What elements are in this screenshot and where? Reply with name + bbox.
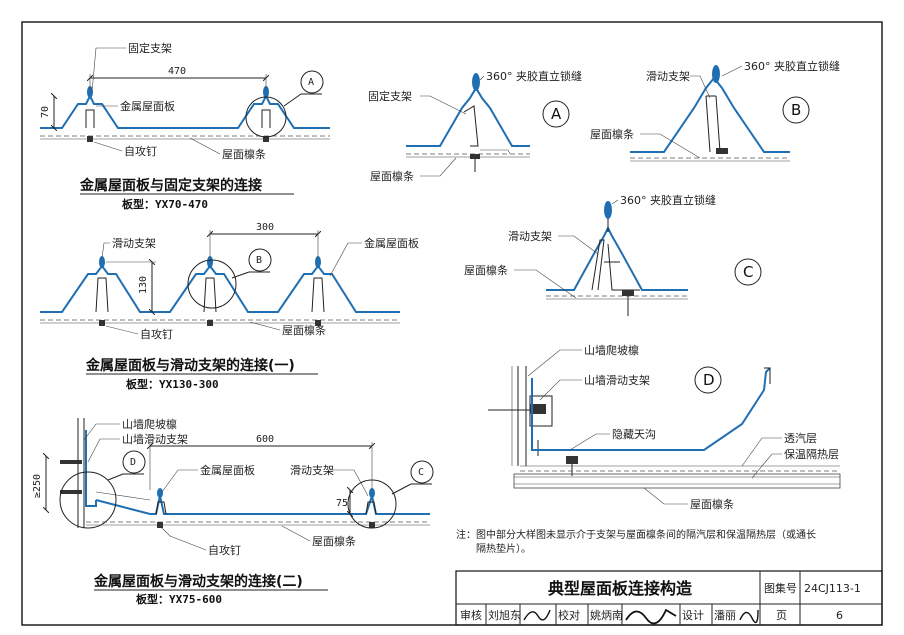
label-purlin: 屋面檩条 (464, 263, 508, 277)
label-gable-purlin: 山墙爬坡檩 (584, 343, 639, 357)
label-gable-purlin: 山墙爬坡檩 (122, 417, 177, 431)
design-label: 设计 (682, 609, 704, 622)
label-gutter: 隐藏天沟 (612, 428, 656, 441)
sheet-title: 典型屋面板连接构造 (548, 579, 693, 598)
diagram-sliding-bracket-2: 600 ≥250 75 D C 山墙爬坡檩 山墙滑动支架 金属屋面板 滑动支架 … (32, 417, 434, 606)
label-purlin: 屋面檩条 (690, 497, 734, 511)
diagram-fixed-bracket: 470 70 A 固定支架 金属屋面板 自攻钉 屋面檩条 金属屋面板与固定支架的… (40, 41, 330, 211)
note-line2: 隔热垫片）。 (476, 542, 531, 555)
label-fixed-bracket: 固定支架 (128, 41, 172, 55)
label-seam: 360° 夹胶直立锁缝 (486, 69, 582, 83)
detail-d: 山墙爬坡檩 山墙滑动支架 D 隐藏天沟 透汽层 保温隔热层 屋面檩条 (488, 343, 841, 511)
designer-signature (739, 609, 759, 624)
caption-d2: 金属屋面板与滑动支架的连接(一) (85, 357, 295, 374)
label-screw: 自攻钉 (124, 144, 157, 158)
page-label: 页 (776, 609, 787, 622)
label-insul: 保温隔热层 (784, 447, 839, 461)
mark-d: D (703, 371, 715, 389)
designer: 潘丽 (714, 609, 736, 622)
callout-b: B (256, 255, 262, 266)
dim-height: 70 (40, 106, 51, 118)
detail-b: 360° 夹胶直立锁缝 滑动支架 屋面檩条 B (590, 59, 840, 162)
checker: 姚炳南 (590, 608, 623, 622)
label-sliding: 滑动支架 (112, 237, 156, 250)
atlas-no: 24CJ113-1 (804, 582, 861, 595)
label-panel: 金属屋面板 (200, 463, 255, 477)
dim-width: 600 (256, 434, 274, 445)
label-purlin: 屋面檩条 (222, 147, 266, 161)
label-sliding: 滑动支架 (508, 230, 552, 243)
review-label: 审核 (460, 608, 482, 622)
label-sliding: 滑动支架 (646, 70, 690, 83)
diagram-sliding-bracket-1: 300 130 B 滑动支架 金属屋面板 自攻钉 屋面檩条 金属屋面板与滑动支架… (40, 222, 419, 391)
label-panel: 金属屋面板 (120, 99, 175, 113)
dim-width: 470 (168, 66, 186, 77)
label-screw: 自攻钉 (208, 543, 241, 557)
board-d2: 板型：YX130-300 (126, 377, 219, 391)
label-seam: 360° 夹胶直立锁缝 (620, 193, 716, 207)
label-purlin: 屋面檩条 (282, 323, 326, 337)
title-block: 典型屋面板连接构造 图集号 24CJ113-1 审核 刘旭东 校对 姚炳南 设计… (455, 570, 883, 626)
caption-d3: 金属屋面板与滑动支架的连接(二) (93, 573, 303, 590)
label-sliding: 滑动支架 (290, 464, 334, 477)
callout-a: A (308, 77, 314, 88)
board-d3: 板型：YX75-600 (136, 592, 222, 606)
label-gable-sliding: 山墙滑动支架 (122, 432, 188, 446)
check-label: 校对 (558, 608, 580, 622)
label-vapor: 透汽层 (784, 431, 817, 445)
dim-width: 300 (256, 222, 274, 233)
mark-a: A (551, 105, 562, 123)
label-purlin: 屋面檩条 (312, 534, 356, 548)
mark-b: B (791, 101, 801, 119)
label-purlin: 屋面檩条 (370, 169, 414, 183)
checker-signature (625, 608, 677, 625)
sheet-border (21, 21, 883, 626)
label-fixed: 固定支架 (368, 89, 412, 103)
reviewer-signature (523, 609, 551, 621)
label-seam: 360° 夹胶直立锁缝 (744, 59, 840, 73)
label-screw: 自攻钉 (140, 327, 173, 341)
atlas-label: 图集号 (764, 581, 797, 595)
detail-c: 360° 夹胶直立锁缝 滑动支架 屋面檩条 C (464, 193, 762, 316)
dim-h250: ≥250 (32, 474, 43, 498)
dim-75: 75 (336, 498, 348, 509)
board-d1: 板型：YX70-470 (122, 197, 208, 211)
label-panel: 金属屋面板 (364, 236, 419, 250)
caption-d1: 金属屋面板与固定支架的连接 (79, 177, 262, 194)
callout-d: D (130, 457, 136, 468)
note-line1: 注：图中部分大样图未显示介于支架与屋面檩条间的隔汽层和保温隔热层（或通长 (456, 528, 816, 541)
callout-c: C (418, 467, 424, 478)
dim-height: 130 (138, 276, 149, 294)
reviewer: 刘旭东 (488, 608, 521, 622)
label-purlin: 屋面檩条 (590, 127, 634, 141)
mark-c: C (743, 263, 753, 281)
page-no: 6 (836, 609, 843, 622)
label-gable-sliding: 山墙滑动支架 (584, 373, 650, 387)
detail-a: 360° 夹胶直立锁缝 固定支架 屋面檩条 A (368, 69, 582, 183)
